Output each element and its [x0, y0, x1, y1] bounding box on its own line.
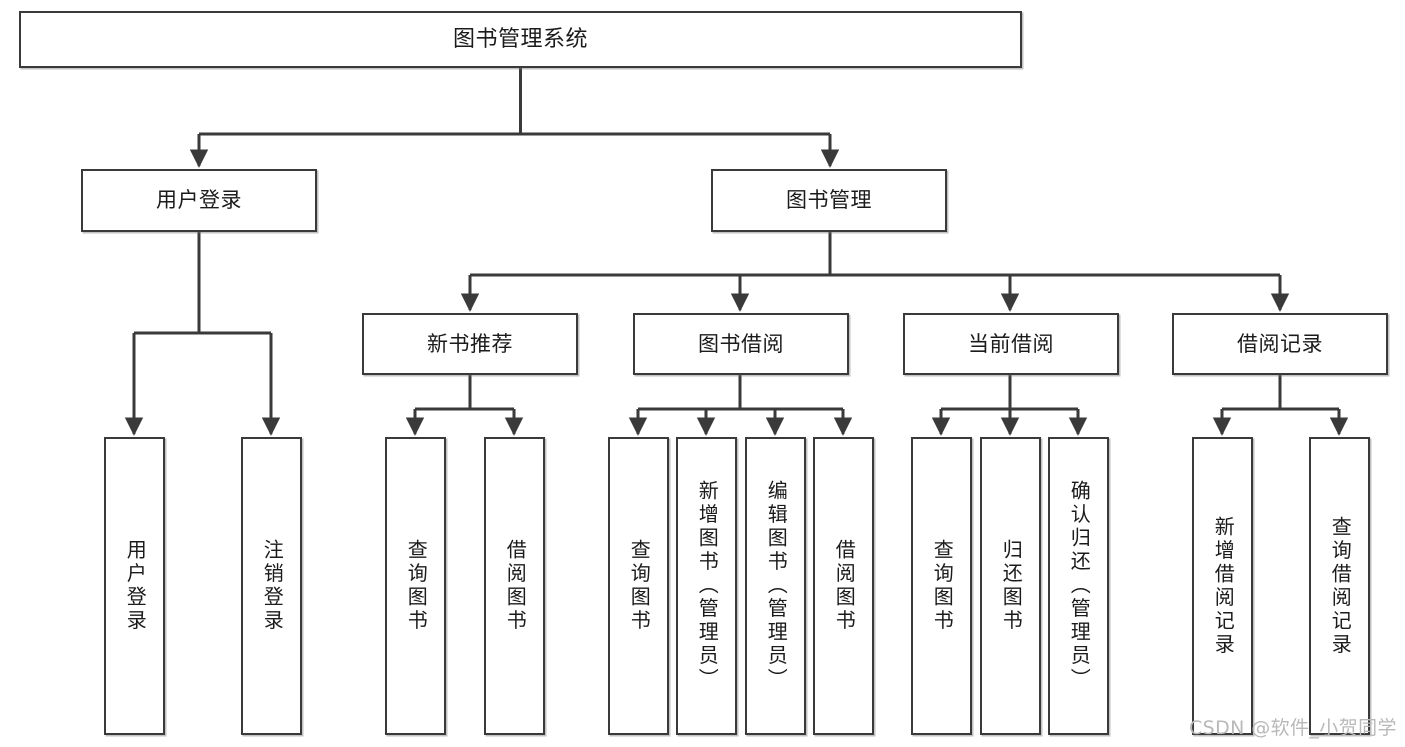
node-leaf-confirm-return-label: 确认归还（管理员）	[1067, 480, 1092, 692]
watermark: CSDN @软件_小贺同学	[1189, 717, 1397, 739]
node-leaf-query-book-2-label: 查询图书	[627, 539, 652, 633]
node-leaf-confirm-return[interactable]: 确认归还（管理员）	[1048, 437, 1109, 735]
node-leaf-add-record-label: 新增借阅记录	[1211, 515, 1236, 657]
node-book-management[interactable]: 图书管理	[711, 169, 947, 232]
node-leaf-add-book[interactable]: 新增图书（管理员）	[676, 437, 737, 735]
node-leaf-query-book-1[interactable]: 查询图书	[385, 437, 446, 735]
node-user-login[interactable]: 用户登录	[81, 169, 317, 232]
node-leaf-borrow-book-1-label: 借阅图书	[503, 539, 528, 633]
node-leaf-edit-book-label: 编辑图书（管理员）	[764, 480, 789, 692]
node-root[interactable]: 图书管理系统	[19, 11, 1022, 68]
node-book-borrow[interactable]: 图书借阅	[633, 313, 849, 375]
node-leaf-add-record[interactable]: 新增借阅记录	[1192, 437, 1253, 735]
node-borrow-record[interactable]: 借阅记录	[1172, 313, 1388, 375]
node-leaf-return-book[interactable]: 归还图书	[980, 437, 1041, 735]
node-leaf-logout[interactable]: 注销登录	[241, 437, 302, 735]
node-new-book-recommend[interactable]: 新书推荐	[362, 313, 578, 375]
node-leaf-add-book-label: 新增图书（管理员）	[695, 480, 720, 692]
node-leaf-query-record-label: 查询借阅记录	[1328, 515, 1353, 657]
node-leaf-borrow-book-2-label: 借阅图书	[832, 539, 857, 633]
node-current-borrow-label: 当前借阅	[968, 331, 1054, 356]
node-leaf-query-record[interactable]: 查询借阅记录	[1309, 437, 1370, 735]
node-leaf-query-book-2[interactable]: 查询图书	[608, 437, 669, 735]
node-leaf-logout-label: 注销登录	[260, 539, 285, 633]
node-leaf-borrow-book-2[interactable]: 借阅图书	[813, 437, 874, 735]
node-leaf-query-book-1-label: 查询图书	[404, 539, 429, 633]
node-leaf-user-login[interactable]: 用户登录	[104, 437, 165, 735]
node-leaf-borrow-book-1[interactable]: 借阅图书	[484, 437, 545, 735]
node-new-book-recommend-label: 新书推荐	[427, 331, 513, 356]
node-root-label: 图书管理系统	[452, 26, 588, 52]
node-borrow-record-label: 借阅记录	[1237, 331, 1323, 356]
node-leaf-query-book-3[interactable]: 查询图书	[911, 437, 972, 735]
node-leaf-user-login-label: 用户登录	[123, 539, 148, 633]
node-current-borrow[interactable]: 当前借阅	[903, 313, 1119, 375]
node-book-management-label: 图书管理	[786, 188, 872, 213]
node-leaf-edit-book[interactable]: 编辑图书（管理员）	[745, 437, 806, 735]
node-leaf-query-book-3-label: 查询图书	[930, 539, 955, 633]
node-user-login-label: 用户登录	[156, 188, 242, 213]
node-leaf-return-book-label: 归还图书	[999, 539, 1024, 633]
node-book-borrow-label: 图书借阅	[698, 331, 784, 356]
